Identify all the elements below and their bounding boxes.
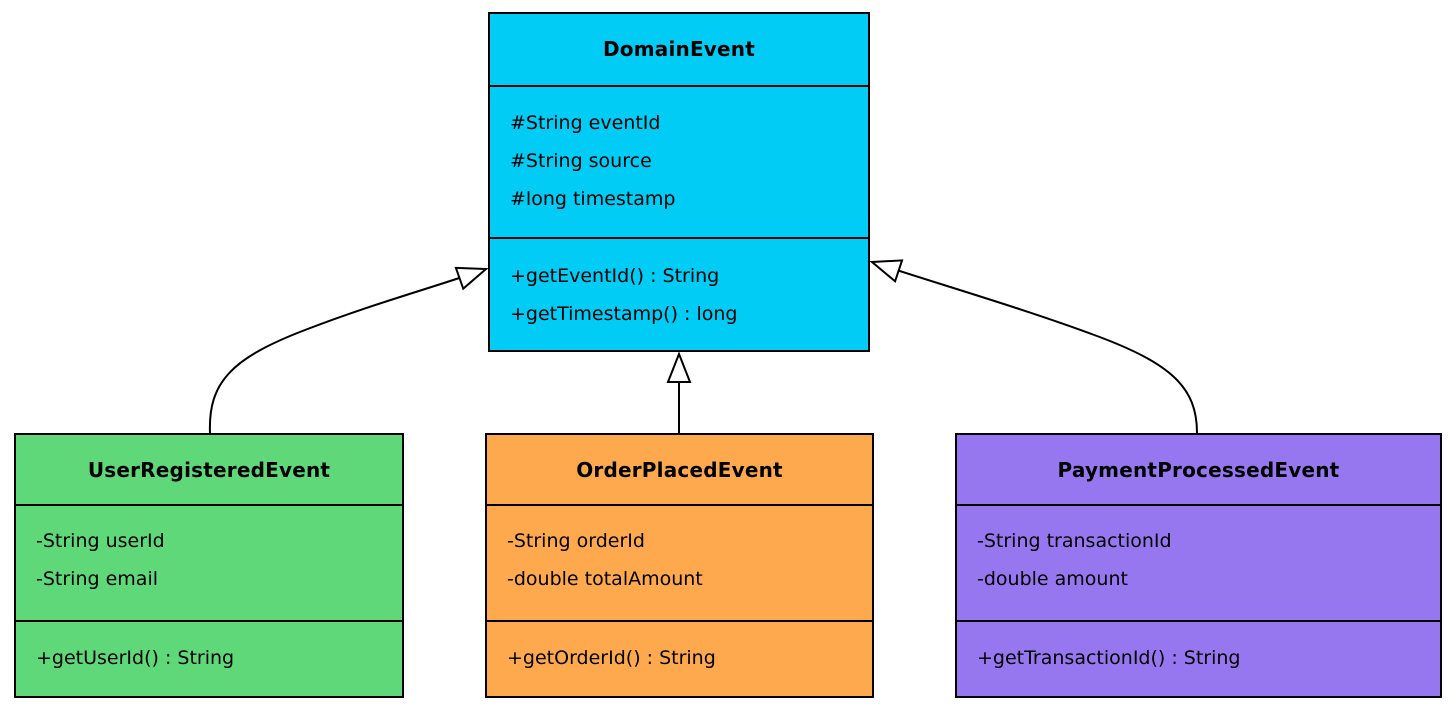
attribute-row: #String source: [510, 149, 652, 172]
class-node-order-placed-event: OrderPlacedEvent -String orderId -double…: [485, 433, 874, 698]
attribute-row: -String transactionId: [977, 530, 1172, 552]
method-row: +getOrderId() : String: [507, 647, 716, 669]
attribute-row: #long timestamp: [510, 187, 676, 210]
attribute-row: -String userId: [36, 530, 165, 552]
method-row: +getEventId() : String: [510, 264, 720, 287]
methods-compartment: +getTransactionId() : String: [957, 622, 1440, 696]
class-title: OrderPlacedEvent: [487, 435, 872, 506]
class-title: UserRegisteredEvent: [16, 435, 402, 506]
method-row: +getTransactionId() : String: [977, 647, 1241, 669]
class-title: DomainEvent: [490, 14, 868, 87]
inheritance-arrow-payment-to-domain: [869, 259, 1198, 434]
class-title: PaymentProcessedEvent: [957, 435, 1440, 506]
attribute-row: -String email: [36, 568, 158, 590]
attributes-compartment: -String userId -String email: [16, 506, 402, 622]
attribute-row: #String eventId: [510, 111, 661, 134]
method-row: +getTimestamp() : long: [510, 302, 738, 325]
inheritance-arrow-user-to-domain: [208, 266, 489, 434]
class-node-user-registered-event: UserRegisteredEvent -String userId -Stri…: [14, 433, 404, 698]
methods-compartment: +getEventId() : String +getTimestamp() :…: [490, 239, 868, 350]
attributes-compartment: -String orderId -double totalAmount: [487, 506, 872, 622]
class-node-payment-processed-event: PaymentProcessedEvent -String transactio…: [955, 433, 1442, 698]
methods-compartment: +getOrderId() : String: [487, 622, 872, 696]
attribute-row: -double totalAmount: [507, 568, 703, 590]
attributes-compartment: #String eventId #String source #long tim…: [490, 87, 868, 239]
attribute-row: -String orderId: [507, 530, 645, 552]
methods-compartment: +getUserId() : String: [16, 622, 402, 696]
attribute-row: -double amount: [977, 568, 1128, 590]
method-row: +getUserId() : String: [36, 647, 235, 669]
class-node-domain-event: DomainEvent #String eventId #String sour…: [488, 12, 870, 352]
attributes-compartment: -String transactionId -double amount: [957, 506, 1440, 622]
